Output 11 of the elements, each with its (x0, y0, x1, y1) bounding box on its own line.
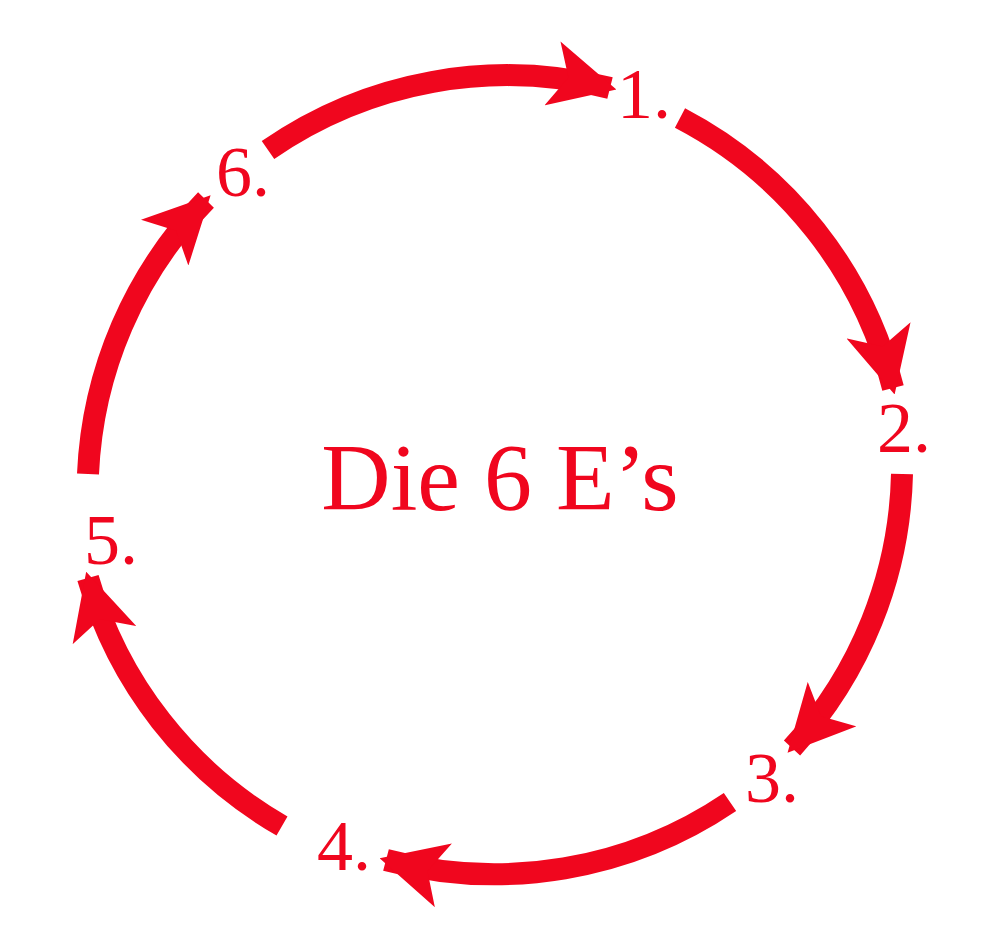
diagram-title: Die 6 E’s (320, 425, 680, 531)
arrow (379, 792, 736, 905)
step-number: 4. (306, 810, 382, 882)
step-number: 2. (868, 392, 940, 464)
arrow (77, 192, 215, 476)
step-number: 3. (736, 742, 808, 814)
arrow (783, 473, 913, 755)
step-number: 6. (206, 136, 280, 208)
step-number: 5. (76, 504, 146, 576)
step-number: 1. (612, 58, 676, 130)
arrow (262, 44, 617, 160)
